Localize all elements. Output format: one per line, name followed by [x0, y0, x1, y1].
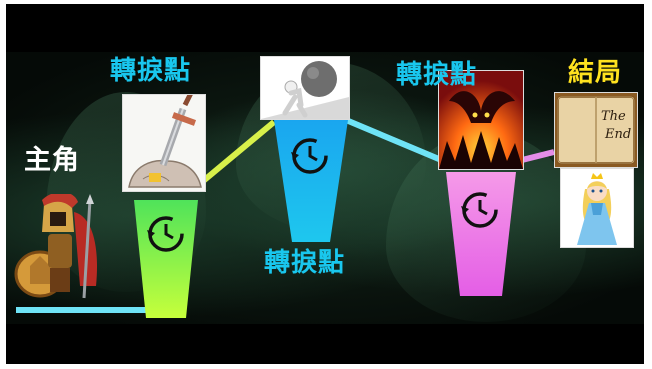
turning-point-label: 轉捩點	[396, 60, 478, 90]
book-text-end: End	[605, 127, 632, 142]
book-icon	[557, 96, 635, 164]
sword-in-stone-icon	[128, 95, 202, 188]
princess-image	[560, 168, 634, 248]
spartan-warrior-icon	[14, 194, 98, 299]
book-text-the: The	[601, 109, 626, 124]
turning-point-label: 轉捩點	[110, 56, 192, 86]
protagonist-label: 主角	[24, 145, 80, 176]
boulder-pusher-image	[260, 56, 350, 120]
stage-pink-bar	[446, 172, 516, 296]
falling-line	[344, 117, 448, 165]
rising-line	[200, 119, 276, 185]
fire-dragon-image	[438, 70, 524, 170]
sword-in-stone-image	[122, 94, 206, 192]
princess-icon	[577, 173, 617, 245]
clock-icon	[147, 216, 184, 252]
turning-point-label: 轉捩點	[264, 248, 346, 278]
clock-icon	[461, 192, 498, 228]
clock-icon	[291, 138, 328, 174]
story-arc-scene: The End 主角 轉捩點 轉捩點 轉捩點 結局	[6, 52, 644, 324]
fire-dragon-icon	[439, 71, 523, 169]
the-end-book-image: The End	[554, 92, 638, 168]
story-path-lines	[16, 117, 555, 313]
ending-label: 結局	[568, 58, 623, 88]
boulder-pusher-icon	[261, 61, 349, 119]
stage-blue-bar	[274, 120, 348, 242]
